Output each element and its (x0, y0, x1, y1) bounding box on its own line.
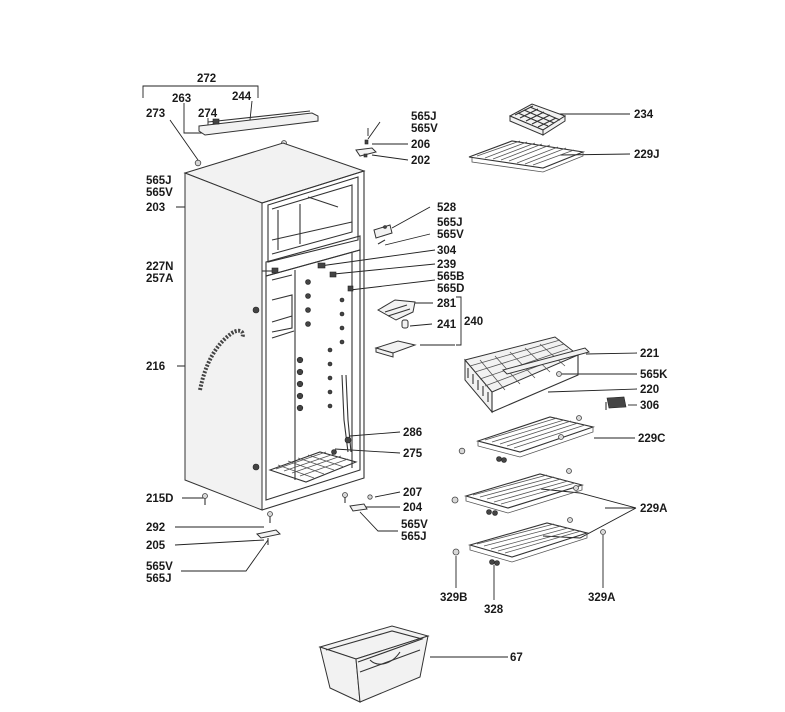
top-trim-244 (198, 110, 319, 136)
clip-306 (605, 396, 627, 410)
label-274: 274 (198, 108, 218, 120)
label-206: 206 (411, 139, 430, 151)
label-205: 205 (146, 540, 166, 552)
screw-273 (194, 159, 202, 167)
label-229C: 229C (638, 433, 666, 445)
label-244: 244 (232, 91, 252, 103)
label-239: 239 (437, 259, 456, 271)
label-204: 204 (403, 502, 423, 514)
label-565V-top: 565V (411, 123, 438, 135)
parts-207-204 (342, 492, 373, 512)
label-234: 234 (634, 109, 654, 121)
label-241: 241 (437, 319, 457, 331)
label-229A: 229A (640, 503, 668, 515)
label-565J-a: 565J (146, 175, 172, 187)
label-272: 272 (197, 73, 216, 85)
label-306: 306 (640, 400, 659, 412)
label-329A: 329A (588, 592, 616, 604)
label-565B: 565B (437, 271, 465, 283)
shelf-229C (458, 415, 595, 463)
label-215D: 215D (146, 493, 174, 505)
freezer-shelf-229J (468, 140, 586, 173)
label-565J-top: 565J (411, 111, 437, 123)
part-labels: 272 263 244 273 274 565J 565V 206 202 23… (146, 73, 668, 664)
label-528: 528 (437, 202, 457, 214)
foot-215D (202, 493, 208, 505)
label-207: 207 (403, 487, 422, 499)
hinge-parts-202 (355, 128, 377, 158)
label-263: 263 (172, 93, 191, 105)
lamp-cover-281 (376, 299, 416, 321)
label-202: 202 (411, 155, 430, 167)
shelf-229A-lower (452, 517, 606, 566)
thermostat-knob-528 (373, 224, 393, 239)
ice-tray-234 (508, 103, 567, 136)
label-304: 304 (437, 245, 457, 257)
label-227N: 227N (146, 261, 174, 273)
crisper-bin-67 (318, 625, 430, 703)
evaporator-220 (464, 336, 579, 414)
label-216: 216 (146, 361, 165, 373)
label-565J-b: 565J (437, 217, 463, 229)
fridge-cabinet (183, 142, 366, 511)
label-275: 275 (403, 448, 423, 460)
label-203: 203 (146, 202, 165, 214)
evaporator-tube-221 (502, 347, 590, 375)
label-220: 220 (640, 384, 659, 396)
lamp-holder-240 (374, 340, 417, 358)
label-328: 328 (484, 604, 504, 616)
screw-292 (267, 511, 273, 523)
small-screw-565 (377, 239, 386, 245)
label-565J-d: 565J (146, 573, 172, 585)
bulb-241 (401, 319, 409, 329)
label-257A: 257A (146, 273, 174, 285)
label-286: 286 (403, 427, 422, 439)
label-67: 67 (510, 652, 523, 664)
screw-565K (556, 371, 562, 377)
label-329B: 329B (440, 592, 468, 604)
label-565V-c: 565V (401, 519, 428, 531)
label-565V-b: 565V (437, 229, 464, 241)
shelf-229A-upper (451, 468, 584, 516)
label-292: 292 (146, 522, 165, 534)
label-281: 281 (437, 298, 457, 310)
label-240: 240 (464, 316, 483, 328)
label-565K: 565K (640, 369, 668, 381)
label-565V-d: 565V (146, 561, 173, 573)
label-565V-a: 565V (146, 187, 173, 199)
label-565J-c: 565J (401, 531, 427, 543)
label-229J: 229J (634, 149, 660, 161)
label-273: 273 (146, 108, 165, 120)
shelf-rail-holes (296, 279, 345, 412)
label-221: 221 (640, 348, 660, 360)
door-gasket-216 (198, 328, 245, 391)
label-565D: 565D (437, 283, 465, 295)
hinge-205 (255, 529, 282, 545)
